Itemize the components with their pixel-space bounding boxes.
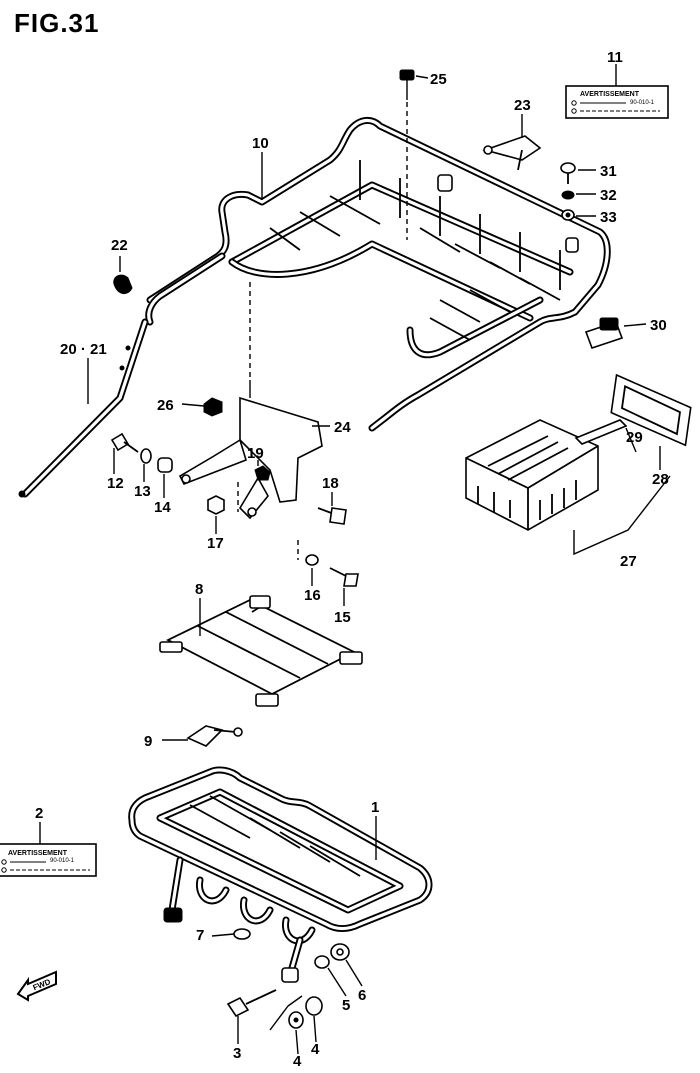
warning-label-11: AVERTISSEMENT 90-010-1: [565, 85, 669, 119]
callout-6: 6: [358, 987, 366, 1004]
callout-17: 17: [207, 535, 224, 552]
front-carrier: [128, 766, 433, 983]
washer-4b: [305, 996, 323, 1016]
spacer-7: [233, 928, 251, 940]
callout-7: 7: [196, 927, 204, 944]
label-2-title: AVERTISSEMENT: [8, 850, 68, 857]
callout-9: 9: [144, 733, 152, 750]
bracket-24: [178, 282, 323, 520]
cap-22: [113, 274, 133, 294]
washer-5: [314, 955, 330, 969]
callout-2: 2: [35, 805, 43, 822]
callout-31: 31: [600, 163, 617, 180]
clip-9: [186, 725, 243, 747]
callout-18: 18: [322, 475, 339, 492]
bolt-3: [226, 989, 277, 1018]
callout-13: 13: [134, 483, 151, 500]
box-lid-28: [610, 373, 692, 447]
latch-30: [584, 317, 624, 350]
callout-8: 8: [195, 581, 203, 598]
callout-28: 28: [652, 471, 669, 488]
callout-20-21: 20 · 21: [60, 341, 107, 358]
callout-25: 25: [430, 71, 447, 88]
callout-4a: 4: [293, 1053, 302, 1068]
washer-13: [140, 448, 152, 464]
collar-14: [157, 457, 173, 473]
clip-23: [482, 135, 542, 171]
sub-frame-8: [159, 595, 363, 707]
washer-4a: [288, 1011, 304, 1029]
callout-27: 27: [620, 553, 637, 570]
callout-14: 14: [154, 499, 171, 516]
callout-30: 30: [650, 317, 667, 334]
callout-5: 5: [342, 997, 350, 1014]
label-11-title: AVERTISSEMENT: [580, 91, 640, 98]
leader-lines: [39, 64, 671, 1055]
fwd-arrow-icon: FWD: [16, 970, 57, 1002]
callout-3: 3: [233, 1045, 241, 1062]
bolt-25: [399, 69, 415, 240]
warning-label-2: AVERTISSEMENT 90-010-1: [0, 843, 97, 877]
storage-box-27: [465, 419, 599, 531]
callout-11: 11: [607, 49, 623, 66]
nut-17: [207, 482, 239, 515]
callout-19: 19: [247, 445, 264, 462]
callout-29: 29: [626, 429, 643, 446]
figure-title: FIG.31: [14, 8, 100, 38]
callout-23: 23: [514, 97, 531, 114]
bolt-18: [297, 507, 347, 560]
callout-12: 12: [107, 475, 124, 492]
callout-4b: 4: [311, 1041, 320, 1058]
label-11-code: 90-010-1: [630, 100, 655, 106]
label-2-code: 90-010-1: [50, 858, 75, 864]
nut-33: [561, 209, 575, 221]
bolt-15: [329, 567, 359, 587]
side-rail-20-21: [18, 318, 149, 498]
strap-29: [574, 419, 628, 445]
callout-15: 15: [334, 609, 351, 626]
callout-26: 26: [157, 397, 174, 414]
bolt-12: [110, 432, 139, 453]
nut-26: [203, 397, 223, 417]
callout-10: 10: [252, 135, 269, 152]
callout-32: 32: [600, 187, 617, 204]
callout-33: 33: [600, 209, 617, 226]
callout-22: 22: [111, 237, 128, 254]
nut-19: [254, 465, 271, 481]
washer-16: [305, 554, 319, 566]
bolt-31: [560, 162, 576, 184]
callout-1: 1: [371, 799, 379, 816]
callout-numbers: 10 25 11 23 31 32 33 22 20 · 21 30 26 24…: [35, 49, 669, 1070]
washer-32: [561, 190, 575, 200]
callout-16: 16: [304, 587, 321, 604]
rear-carrier-frame: [145, 117, 611, 432]
callout-24: 24: [334, 419, 351, 436]
washer-6: [330, 943, 350, 961]
